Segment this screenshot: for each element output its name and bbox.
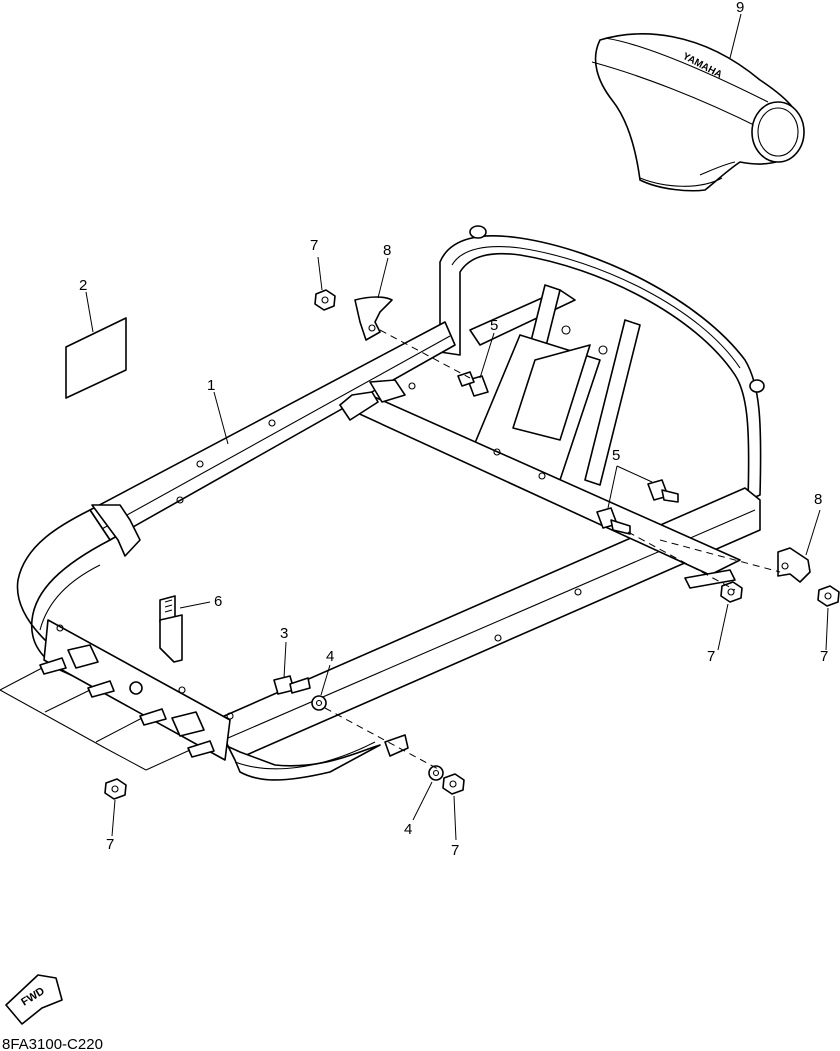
assembly-guide-lines xyxy=(0,329,781,771)
callout-9: 9 xyxy=(736,0,744,16)
bolt-part-3[interactable] xyxy=(273,675,311,695)
washer-part-upper[interactable] xyxy=(311,695,327,711)
bolt-part-5-upper[interactable] xyxy=(457,371,489,397)
callout-4-upper: 4 xyxy=(326,648,334,665)
callout-7-right-inner: 7 xyxy=(707,648,715,665)
callout-7-bottom: 7 xyxy=(451,842,459,859)
bracket-part-right[interactable] xyxy=(777,547,811,583)
cover-pad-part[interactable]: YAMAHA xyxy=(591,33,805,192)
nut-part-right-outer[interactable] xyxy=(817,585,840,607)
callout-7-left: 7 xyxy=(106,836,114,853)
bracket-part-top[interactable] xyxy=(354,296,393,341)
callout-7-right-outer: 7 xyxy=(820,648,828,665)
callout-6: 6 xyxy=(214,593,222,610)
front-studs xyxy=(39,657,215,758)
callout-1: 1 xyxy=(207,377,215,394)
drawing-code: 8FA3100-C220 xyxy=(2,1036,103,1051)
callout-2: 2 xyxy=(79,277,87,294)
callout-8-top: 8 xyxy=(383,242,391,259)
nut-part-right-inner[interactable] xyxy=(720,581,743,603)
forward-arrow-icon: FWD xyxy=(5,974,63,1025)
callout-8-right: 8 xyxy=(814,491,822,508)
bolt-part-5-right-b[interactable] xyxy=(596,507,631,535)
callout-5-right: 5 xyxy=(612,447,620,464)
clip-part[interactable] xyxy=(159,595,183,663)
label-decal-part[interactable] xyxy=(65,317,127,399)
main-frame-part[interactable] xyxy=(16,225,765,781)
nut-part-top[interactable] xyxy=(314,289,336,311)
washer-part-lower[interactable] xyxy=(428,765,444,781)
bolt-part-5-right-a[interactable] xyxy=(647,479,679,503)
nut-part-left[interactable] xyxy=(104,778,127,800)
nut-part-bottom[interactable] xyxy=(442,773,465,795)
callout-7-top: 7 xyxy=(310,237,318,254)
callout-3: 3 xyxy=(280,625,288,642)
callout-5-upper: 5 xyxy=(490,317,498,334)
callout-4-lower: 4 xyxy=(404,821,412,838)
